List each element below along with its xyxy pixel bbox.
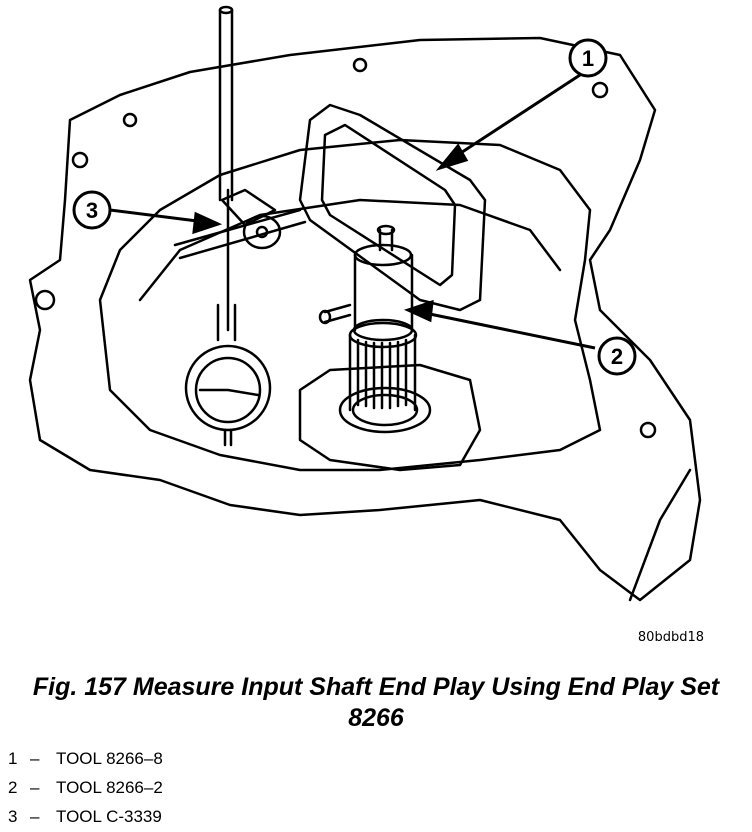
case-inner-wall (98, 138, 602, 472)
case-lip (138, 198, 562, 302)
legend-item: 1–TOOL 8266–8 (8, 744, 163, 773)
input-shaft (348, 321, 418, 412)
legend-label: TOOL 8266–2 (56, 778, 163, 797)
legend-number: 2 (8, 778, 18, 797)
dial-indicator (184, 303, 272, 447)
legend-label: TOOL 8266–8 (56, 749, 163, 768)
tool-c3339-stand (173, 5, 307, 332)
callout-2-number: 2 (611, 344, 623, 369)
legend-item: 3–TOOL C-3339 (8, 802, 163, 831)
callout-1-number: 1 (582, 46, 594, 71)
legend-number: 3 (8, 807, 18, 826)
legend-number: 1 (8, 749, 18, 768)
figure-caption: Fig. 157 Measure Input Shaft End Play Us… (32, 673, 720, 732)
legend-list: 1–TOOL 8266–8 2–TOOL 8266–2 3–TOOL C-333… (8, 744, 163, 831)
callout-3-circle (72, 190, 112, 230)
tool-8266-8-frame (298, 103, 487, 312)
legend-label: TOOL C-3339 (56, 807, 162, 826)
image-code: 80bdbd18 (637, 630, 704, 645)
callout-3-number: 3 (86, 198, 98, 223)
callout-1-circle (568, 38, 608, 78)
legend-dash: – (30, 778, 40, 797)
legend-dash: – (30, 807, 40, 826)
legend-dash: – (30, 749, 40, 768)
legend-item: 2–TOOL 8266–2 (8, 773, 163, 802)
callout-2-circle (597, 336, 637, 376)
technical-illustration: 1 2 3 (28, 5, 702, 602)
case-flange (28, 36, 702, 602)
